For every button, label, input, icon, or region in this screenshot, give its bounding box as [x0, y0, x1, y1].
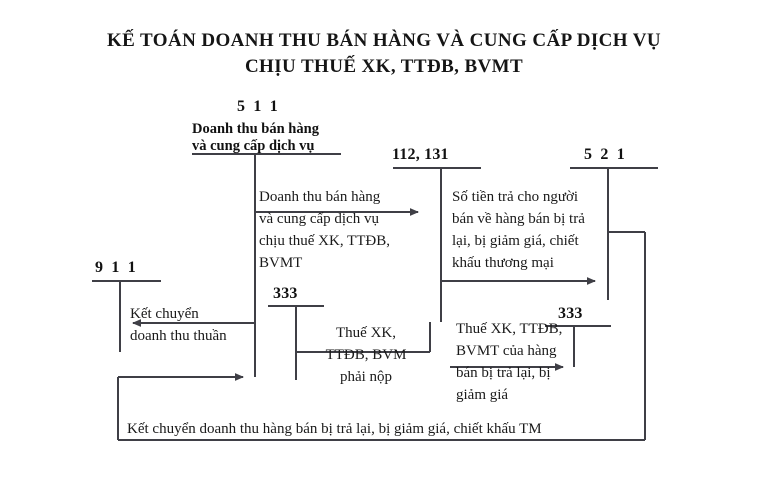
flow-label-transfer-net-revenue: Kết chuyển doanh thu thuần [130, 303, 227, 347]
flow-label-payment-l1: Số tiền trả cho người [452, 189, 579, 205]
account-name-511-line2: và cung cấp dịch vụ [192, 138, 315, 154]
flow-label-tax-returns-l4: giảm giá [456, 387, 509, 403]
t-account-911-lines [92, 280, 161, 352]
t-account-112-131-lines [393, 167, 481, 322]
flow-label-revenue-l1: Doanh thu bán hàng [259, 189, 381, 205]
flow-label-tax-returns-l3: bán bị trả lại, bị [456, 365, 551, 381]
t-account-521-lines [570, 167, 658, 300]
flow-label-net-revenue-l2: doanh thu thuần [130, 328, 227, 344]
flow-label-tax-payable-l1: Thuế XK, [336, 325, 396, 341]
flow-transfer-returns-path [117, 231, 646, 441]
flow-label-payment-l3: lại, bị giảm giá, chiết [452, 233, 579, 249]
account-code-112-131: 112, 131 [392, 146, 449, 163]
page-title-line-1: KẾ TOÁN DOANH THU BÁN HÀNG VÀ CUNG CẤP D… [107, 30, 661, 51]
flow-label-payment-to-seller: Số tiền trả cho người bán về hàng bán bị… [452, 186, 585, 274]
flow-label-payment-l4: khấu thương mại [452, 255, 554, 271]
account-code-911: 9 1 1 [95, 259, 138, 276]
account-name-511-line1: Doanh thu bán hàng [192, 121, 319, 137]
flow-label-tax-payable-l2: TTĐB, BVM [325, 347, 407, 363]
flow-label-revenue: Doanh thu bán hàng và cung cấp dịch vụ c… [259, 186, 390, 274]
flow-label-tax-payable: Thuế XK, TTĐB, BVM phải nộp [307, 322, 425, 388]
flow-label-revenue-l2: và cung cấp dịch vụ [259, 211, 379, 227]
flow-label-tax-payable-l3: phải nộp [339, 369, 393, 385]
t-account-333-left-lines [268, 305, 324, 380]
flow-label-revenue-l4: BVMT [259, 255, 303, 271]
flow-label-tax-on-returns: Thuế XK, TTĐB, BVMT của hàng bán bị trả … [456, 318, 562, 406]
t-account-511-lines [192, 153, 341, 377]
flow-label-payment-l2: bán về hàng bán bị trả [452, 211, 585, 227]
flow-label-revenue-l3: chịu thuế XK, TTĐB, [259, 233, 390, 249]
account-code-511: 5 1 1 [237, 98, 280, 115]
page-title-line-2: CHỊU THUẾ XK, TTĐB, BVMT [244, 56, 524, 77]
flow-label-transfer-returns: Kết chuyển doanh thu hàng bán bị trả lại… [127, 418, 542, 440]
flow-label-transfer-returns-l1: Kết chuyển doanh thu hàng bán bị trả lại… [127, 421, 542, 437]
flow-label-tax-returns-l2: BVMT của hàng [456, 343, 557, 359]
account-code-333-left: 333 [273, 285, 298, 302]
t-account-333-right-lines [545, 325, 611, 367]
flow-label-net-revenue-l1: Kết chuyển [130, 306, 199, 322]
account-code-521: 5 2 1 [584, 146, 627, 163]
flow-label-tax-returns-l1: Thuế XK, TTĐB, [456, 321, 563, 337]
account-code-333-right: 333 [558, 305, 583, 322]
